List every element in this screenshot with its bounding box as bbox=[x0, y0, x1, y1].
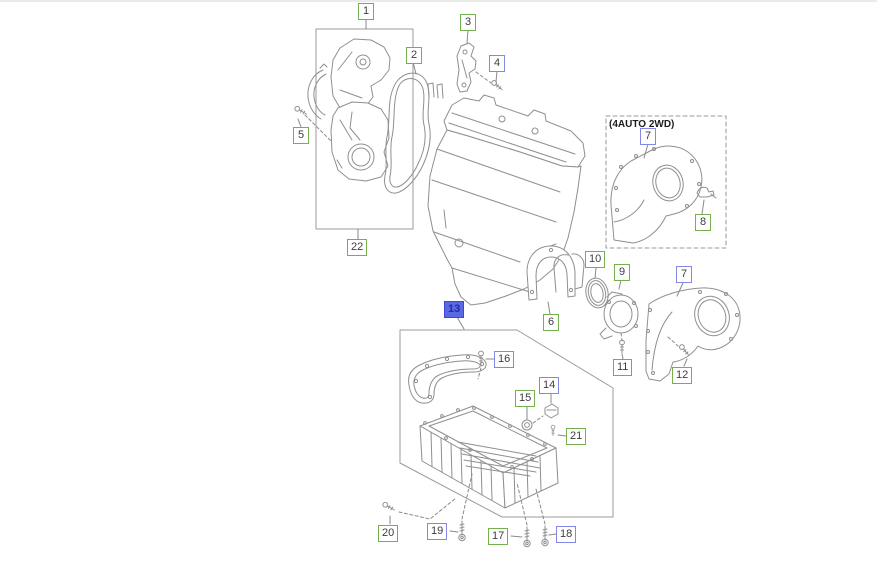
callout-19[interactable]: 19 bbox=[427, 523, 448, 540]
callout-22[interactable]: 22 bbox=[347, 239, 368, 256]
callout-16[interactable]: 16 bbox=[494, 351, 515, 368]
callout-1[interactable]: 1 bbox=[358, 3, 374, 20]
oil-pan-enclosure bbox=[399, 316, 614, 518]
callout-7a[interactable]: 7 bbox=[640, 128, 656, 145]
callout-17[interactable]: 17 bbox=[488, 528, 509, 545]
variant-4auto-group bbox=[605, 115, 727, 249]
callout-9[interactable]: 9 bbox=[614, 264, 630, 281]
engine-drawing bbox=[427, 82, 586, 306]
variant-note: (4AUTO 2WD) bbox=[609, 119, 675, 130]
callout-18[interactable]: 18 bbox=[556, 526, 577, 543]
timing-gasket-drawing bbox=[384, 61, 431, 194]
pan-bolts-group bbox=[381, 473, 557, 548]
drain-plug-group bbox=[521, 393, 567, 437]
bracket-3-drawing bbox=[456, 29, 505, 93]
callout-3[interactable]: 3 bbox=[460, 14, 476, 31]
callout-4[interactable]: 4 bbox=[489, 55, 505, 72]
callout-8[interactable]: 8 bbox=[695, 214, 711, 231]
callout-21[interactable]: 21 bbox=[566, 428, 587, 445]
callout-7b[interactable]: 7 bbox=[676, 266, 692, 283]
callout-6[interactable]: 6 bbox=[543, 314, 559, 331]
callout-20[interactable]: 20 bbox=[378, 525, 399, 542]
crank-seal-drawing bbox=[585, 267, 609, 309]
page-top-divider bbox=[0, 0, 877, 2]
small-gasket-drawing bbox=[307, 63, 328, 120]
callout-2[interactable]: 2 bbox=[406, 47, 422, 64]
callout-11[interactable]: 11 bbox=[613, 359, 633, 376]
callout-5[interactable]: 5 bbox=[293, 127, 309, 144]
timing-cover-drawing bbox=[330, 38, 391, 182]
callout-12[interactable]: 12 bbox=[672, 367, 693, 384]
oil-pan-drawing bbox=[419, 405, 559, 509]
end-plate-6-drawing bbox=[526, 245, 585, 315]
callout-10[interactable]: 10 bbox=[585, 251, 606, 268]
callout-14[interactable]: 14 bbox=[539, 377, 560, 394]
oil-pan-gasket-drawing bbox=[408, 350, 495, 404]
callout-15[interactable]: 15 bbox=[515, 390, 536, 407]
bolt-5-drawing bbox=[293, 104, 332, 142]
end-plate-7-drawing bbox=[645, 282, 741, 382]
callout-13-selected[interactable]: 13 bbox=[444, 301, 465, 318]
seal-retainer-drawing bbox=[599, 279, 639, 360]
group-bracket-timing-cover bbox=[315, 18, 414, 240]
